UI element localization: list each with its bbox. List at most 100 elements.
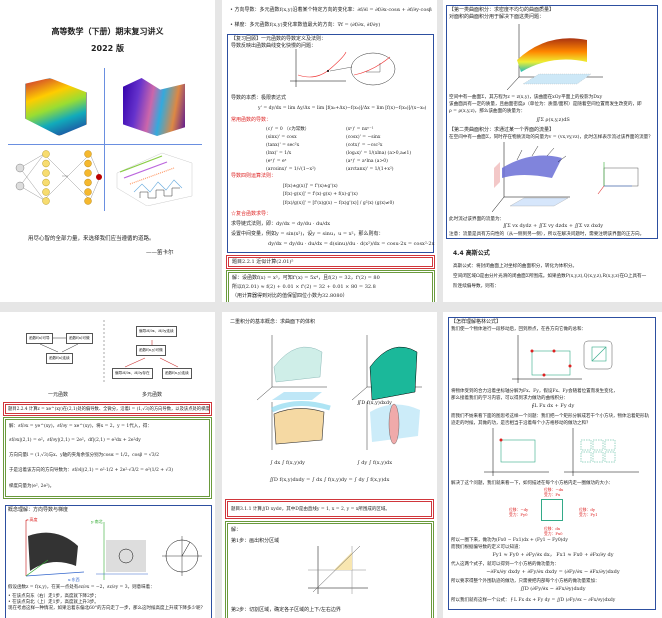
node-diff-total: 函数f(x)可微	[66, 333, 93, 344]
box-title: 【怎样理解格林公式】	[451, 319, 502, 325]
waveform-plot	[116, 152, 193, 206]
label-displacement: 位移：dx	[544, 526, 560, 531]
formula: (eˣ)' = eˣ	[266, 159, 287, 164]
paragraph: 而我们根据偏导数的定义可以知道：	[451, 545, 523, 550]
paragraph: • 在该点向北（上）走1步，高度就上升3步。	[8, 600, 99, 605]
solution-line: 方向向量l = (1,√3)与x、y轴的夹角余弦分别为cosα = 1/2，co…	[9, 453, 160, 458]
solution-line: 解：∂f/∂x = ye^(xy)，∂f/∂y = xe^(xy)，将x = 2…	[9, 424, 152, 429]
page-derivatives: • 方向导数：多元函数f(x,y)沿着某个特定方向的变化率：∂f/∂l = ∂f…	[222, 0, 437, 302]
section-title: 【第一类曲面积分：求密度不均匀的曲面质量】	[449, 7, 555, 13]
page-cover: 高等数学（下册）期末复习讲义 2022 版 ⋯ 用尽心智的全部力量，来选择我们应…	[0, 0, 215, 302]
axis-label-x: x:东西	[68, 577, 80, 582]
rule: [f(x)/g(x)]' = [f'(x)g(x) − f(x)g'(x)] /…	[283, 201, 395, 206]
solution-label: 解：	[231, 527, 242, 533]
divider	[104, 68, 105, 211]
paragraph: 现在考虑这样一种情况，如果沿着东偏北60°的方向走了一步，那么这时候高度上升或下…	[8, 606, 205, 611]
note: 注意：流量是具有方向性的（从一侧到另一侧），所以在解决问题时，需要注明该界面的正…	[449, 232, 645, 237]
partial-approx-formula: Fy1 ≈ Fy0 + ∂Fy/∂x dx， Fx1 ≈ Fx0 + ∂Fx/∂…	[492, 552, 614, 558]
page-double-integral: 二重积分的基本概念：求曲面下的体积 ∬D f(x,y)dxdy ∫ dx ∫ f…	[222, 312, 437, 618]
solution-box: 解：设函数f(x) = x⁵，可知f'(x) = 5x⁴，且f(2) = 32，…	[226, 270, 435, 302]
grid-decomposition-figure	[484, 428, 639, 476]
node-partial-exist: 偏导∂f/∂x、∂f/∂y存在	[112, 368, 153, 379]
formula-fubini: ∬D f(x,y)dxdy = ∫ dx ∫ f(x,y)dy = ∫ dy ∫…	[269, 477, 390, 483]
def-label: 导数的本质：极限表达式	[231, 95, 287, 101]
label-multi-var: 多元函数	[142, 392, 163, 398]
paragraph: 该曲面具有一定的质量，且曲面密度ρ（单位为：质量/面积）是随着空间位置而发生改变…	[449, 102, 642, 107]
rule: [f(x)·g(x)]' = f'(x)·g(x) + f(x)·g'(x)	[283, 192, 358, 197]
derivative-table: (c)' = 0 （c为常数）(xⁿ)' = nxⁿ⁻¹ (sinx)' = c…	[266, 126, 426, 173]
node-multivar-diff: 函数f(x,y)可微	[136, 345, 166, 356]
rules-label: 导数四则运算法则：	[231, 173, 277, 179]
formula: (lnx)' = 1/x	[266, 151, 292, 156]
paragraph: 阶连续偏导数，则有：	[453, 284, 499, 289]
example-box: 题目2.2.1 近似计算(2.01)⁵	[226, 255, 435, 269]
formula-iterated-x: ∫ dx ∫ f(x,y)dy	[270, 460, 306, 466]
chain-rule-result: dy/dx = dy/du · du/dx = d(sinu)/du · d(x…	[268, 241, 435, 247]
line-integral-formula: ∮L Fx dx + Fy dy	[531, 403, 575, 409]
box-title: 概念理解：方向导数与梯度	[8, 507, 69, 513]
node-differentiable: 函数f(x)可导	[26, 333, 53, 344]
label-displacement: 位移：−dy	[509, 507, 529, 512]
surface-plot-1	[25, 78, 87, 136]
node-partial-continuous: 偏导∂f/∂x、∂f/∂y连续	[136, 326, 177, 337]
formula: (arcsinx)' = 1/√(1−x²)	[266, 167, 316, 172]
quote: 用尽心智的全部力量，来选择我们应当遵循的道路。	[28, 236, 155, 242]
formula: (cosx)' = −sinx	[346, 135, 381, 140]
surface-integral-box: 【第一类曲面积分：求密度不均匀的曲面质量】 对面积的曲面积分用于解决下面这类问题…	[446, 5, 658, 239]
formula: (arctanx)' = 1/(1+x²)	[346, 167, 394, 172]
volume-figures	[256, 335, 422, 450]
paragraph: 空间中有一曲面Σ，其方程为z = z(x,y)，该曲面在xOy平面上的投影为Dx…	[449, 95, 603, 100]
label-single-var: 一元函数	[48, 392, 69, 398]
paragraph: 将物体受到的合力沿着坐标轴分解为Fx、Fy，假设Fx、Fy会随着位置而发生变化，	[451, 389, 618, 394]
chain-rule-example: 设置中间变量，例如y = sin(x²)，设y = sinu，u = x²，那么…	[231, 231, 384, 237]
paragraph: 此时流过该界面的流量为：	[449, 217, 505, 222]
directional-derivative-def: • 方向导数：多元函数f(x,y)沿着某个特定方向的变化率：∂f/∂l = ∂f…	[230, 7, 432, 13]
surface-plot-2	[123, 78, 185, 136]
step-2: 第2步：切割区域，确定各子区域的上下/左右边界	[231, 607, 341, 613]
gradient-def: • 梯度：多元函数f(x,y)变化率数值最大的方向：∇f = (∂f/∂x, ∂…	[230, 22, 381, 28]
gradient-surface-figure	[25, 520, 85, 577]
paragraph: ρ = ρ(x,y,z)，那么该曲面的质量为：	[449, 109, 526, 114]
intro-text: 二重积分的基本概念：求曲面下的体积	[230, 319, 316, 325]
chain-rule: 求导链式法则，即：dy/dx = dy/du · du/dx	[231, 221, 331, 227]
label-force: 受力：Fy0	[509, 512, 528, 517]
label-displacement: 位移：dy	[579, 507, 595, 512]
solution-line: 所以f(2.01) ≈ f(2) + 0.01 × f'(2) = 32 + 0…	[232, 284, 376, 290]
rule: [f(x)±g(x)]' = f'(x)±g'(x)	[283, 184, 338, 189]
common-derivatives-label: 常用函数的导数：	[231, 117, 272, 123]
paragraph: 所以一圈下来，做功为(Fx0 − Fx1)dx + (Fy1 − Fy0)dy	[451, 538, 568, 543]
paragraph: 那么接着我们的学习内容，可以得到求力做功的曲线积分：	[451, 396, 568, 401]
green-theorem-box: 【怎样理解格林公式】 我们使一个物体进行一段移动后，回到原点，在各方向它做的总和…	[448, 317, 656, 610]
paragraph: 假设函数z = f(x,y)，在某一点处有∂z/∂x = −2，∂z/∂y = …	[8, 585, 155, 590]
solution-line: （用计算器得到对比的值保留四位小数为32.8080）	[232, 293, 348, 299]
area-integral-formula: ∬D (∂Fy/∂x − ∂Fx/∂y)dxdy	[520, 586, 586, 592]
paragraph: 迹走的时候，其做的功，是否相当于沿着每个小方格移动的做功之和？	[451, 421, 591, 426]
solution-line: 于是沿着该方向的方向导数为：∂f/∂l|(2,1) = e²·1/2 + 2e²…	[9, 468, 173, 473]
example-title: 题目2.2.4 计算z = xe^(xy)在(2,1)处的偏导数、全微分，沿着l…	[8, 407, 210, 412]
mass-formula: ∬Σ ρ(x,y,z)dS	[536, 117, 570, 123]
formula: (cotx)' = −csc²x	[346, 143, 383, 148]
paragraph: 空间闭区域Ω是由分片光滑的闭曲面Σ所围成。如果函数P(x,y,z),Q(x,y,…	[453, 274, 647, 279]
node-multivar-continuous: 函数f(x,y)连续	[162, 368, 192, 379]
section-subtitle: 对面积的曲面积分用于解决下面这类问题：	[449, 14, 545, 20]
paragraph: 我们使一个物体进行一段移动后，回到原点，在各方向它做的总和：	[451, 327, 586, 332]
axis-label-y: y:南北	[91, 519, 103, 524]
cell-work-formula: −∂Fx/∂y dxdy + ∂Fy/∂x dxdy = (∂Fy/∂x − ∂…	[486, 569, 620, 575]
concept-box: 概念理解：方向导数与梯度 z:高度 y:南北 x:东西 假设函数z = f(x,…	[5, 505, 212, 618]
doc-title: 高等数学（下册）期末复习讲义	[51, 27, 164, 36]
neural-network-figure: ⋯	[15, 150, 102, 205]
edition: 2022 版	[90, 44, 125, 53]
divider	[8, 144, 202, 145]
small-square	[541, 499, 563, 521]
page-partial-derivatives: 函数f(x)可导 函数f(x)可微 函数f(x)连续 偏导∂f/∂x、∂f/∂y…	[0, 312, 215, 618]
label-displacement: 位移：−dx	[544, 487, 564, 492]
page-green-theorem: 【怎样理解格林公式】 我们使一个物体进行一段移动后，回到原点，在各方向它做的总和…	[443, 312, 662, 618]
solution-line: ∂f/∂x|(2,1) = e²，∂f/∂y|(2,1) = 2e²，df|(2…	[9, 438, 141, 443]
paragraph: 解决了这个问题，我们就来看一下，如何描述在每个小方格内走一圈做功的大小：	[451, 481, 613, 486]
surface-mass-figure	[507, 24, 603, 91]
quote-author: ——笛卡尔	[146, 250, 174, 256]
review-box: 【复习回顾】一元函数的导数定义及法则： 导数反映出函数曲线变化快慢的问题： 导数…	[227, 34, 434, 253]
formula-iterated-y: ∫ dy ∫ f(x,y)dx	[357, 460, 393, 466]
paragraph: 高斯公式：将封闭曲面上对坐标的曲面积分，转化为体积分。	[453, 264, 578, 269]
paragraph: • 在该点向东（右）走1步，高度就下降2步；	[8, 594, 99, 599]
